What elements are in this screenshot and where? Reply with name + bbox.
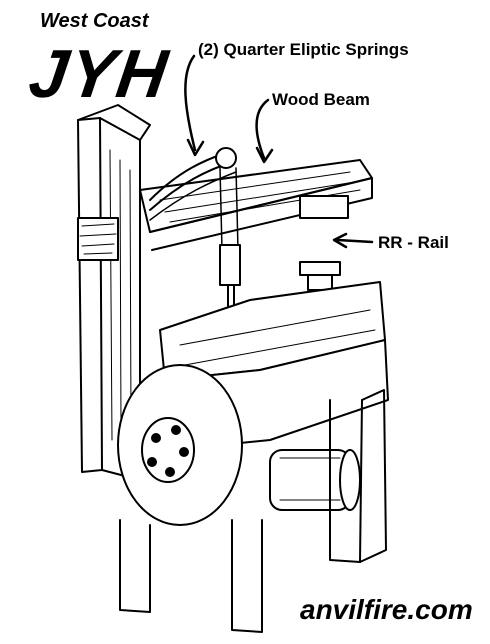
brand-title: JYH xyxy=(24,36,174,112)
springs xyxy=(149,147,239,251)
label-rr-rail: RR - Rail xyxy=(378,233,449,252)
rail-leader xyxy=(336,238,374,244)
beam-leader xyxy=(255,98,270,160)
label-wood-beam: Wood Beam xyxy=(272,90,370,109)
wood-beam xyxy=(139,159,373,251)
legs xyxy=(119,389,387,633)
beam-arrowhead xyxy=(255,146,274,164)
motor xyxy=(269,449,361,511)
site-url: anvilfire.com xyxy=(300,594,473,625)
callout-leaders xyxy=(184,54,374,249)
brand-subtitle: West Coast xyxy=(40,10,149,32)
vertical-post xyxy=(77,104,151,481)
springs-arrowhead xyxy=(186,138,205,157)
rail-arrowhead xyxy=(332,232,348,249)
anvil-rail xyxy=(299,261,341,291)
springs-leader xyxy=(184,54,197,152)
flywheel xyxy=(117,364,243,526)
label-springs: (2) Quarter Eliptic Springs xyxy=(198,40,409,59)
